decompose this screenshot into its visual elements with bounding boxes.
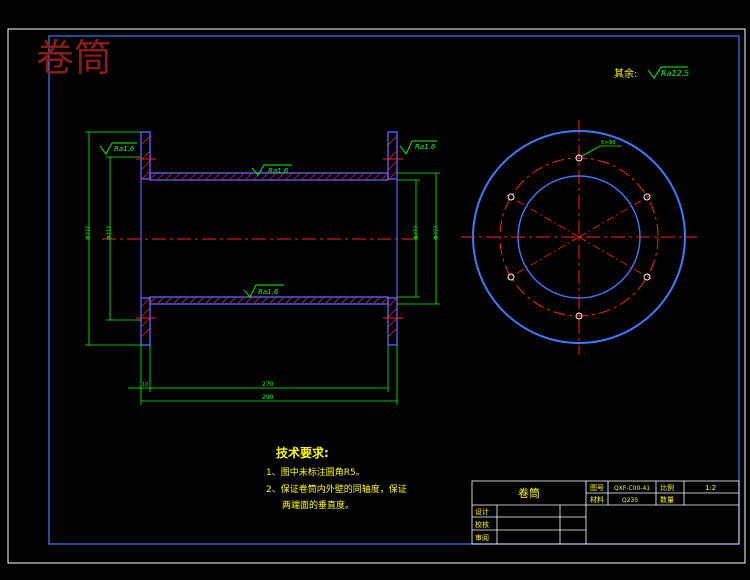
- tb-quantity-label: 数量: [660, 495, 674, 504]
- surface-note-prefix: 其余:: [614, 67, 637, 80]
- drawing-frame: [48, 35, 740, 545]
- hole-note: 6×Φ6: [601, 140, 616, 146]
- svg-text:Ra1.6: Ra1.6: [415, 143, 436, 151]
- bolt-radials: [506, 194, 652, 280]
- roughness-flange-left: Ra1.6: [99, 142, 137, 155]
- end-view: 6×Φ6: [461, 120, 697, 355]
- tb-material: Q235: [622, 497, 638, 504]
- tube-wall-bottom: [149, 296, 389, 305]
- surface-roughness-note: 其余: Ra12.5: [614, 66, 689, 80]
- surface-note-roughness: Ra12.5: [661, 69, 689, 78]
- bolt-hole: [507, 273, 515, 281]
- roughness-bore-top: Ra1.6: [251, 164, 292, 176]
- roughness-flange-right: Ra1.6: [399, 140, 437, 155]
- roughness-symbol: [647, 66, 688, 79]
- tech-heading: 技术要求:: [276, 445, 329, 460]
- tech-item-3: 两端面的垂直度。: [282, 499, 354, 511]
- svg-text:Ra1.6: Ra1.6: [114, 145, 135, 153]
- tb-drawing-no-label: 图号: [590, 484, 604, 492]
- dim-bore-left: Φ???: [106, 226, 113, 240]
- dim-total-length: 290: [262, 394, 274, 401]
- title-block: [471, 480, 740, 545]
- dimension-lines: [85, 131, 440, 405]
- bolt-hole: [507, 193, 515, 201]
- dim-flange-thickness: 10: [142, 382, 148, 388]
- tech-requirements: 技术要求: 1、图中未标注圆角R5。 2、保证卷筒内外壁的同轴度，保证 两端面的…: [266, 445, 407, 511]
- tb-scale-label: 比例: [660, 483, 674, 492]
- tb-part-name: 卷筒: [518, 486, 540, 500]
- bolt-hole: [575, 154, 583, 162]
- tech-item-1: 1、图中未标注圆角R5。: [266, 466, 365, 478]
- hatch-flanges: [140, 135, 398, 338]
- svg-text:Ra1.6: Ra1.6: [258, 288, 279, 296]
- dim-inner-length: 270: [262, 381, 274, 388]
- left-flange-bottom: [140, 297, 151, 346]
- tb-scale: 1:2: [705, 484, 716, 492]
- hole-note-leader: [581, 145, 601, 157]
- dim-outer-flange: Φ???: [85, 226, 92, 240]
- tb-material-label: 材料: [590, 495, 604, 504]
- bolt-hole: [643, 193, 651, 201]
- sheet-border: [7, 28, 746, 564]
- tb-check-label: 校核: [475, 520, 489, 529]
- tb-design-label: 设计: [475, 507, 489, 516]
- right-flange-top: [387, 131, 398, 180]
- bolt-hole: [643, 273, 651, 281]
- tech-item-2: 2、保证卷筒内外壁的同轴度，保证: [266, 483, 407, 495]
- left-flange-top: [140, 131, 151, 180]
- hole-centerlines: [136, 158, 403, 319]
- tb-drawing-no: QXF-C00-41: [614, 485, 650, 492]
- roughness-bore-bottom: Ra1.6: [243, 284, 284, 298]
- dim-bore-right-inner: Φ???: [413, 226, 420, 240]
- tb-approve-label: 审阅: [475, 533, 489, 542]
- tube-wall-top: [149, 172, 389, 181]
- hatch-bottom: [149, 296, 389, 304]
- section-view: Φ??? Φ??? Φ??? Φ??? 270 290 10 Ra1.6 Ra1…: [85, 131, 440, 405]
- svg-text:Ra1.6: Ra1.6: [268, 167, 289, 175]
- bolt-holes: [507, 154, 651, 320]
- drawing-title: 卷筒: [36, 36, 112, 80]
- dim-bore-right-outer: Φ???: [433, 226, 440, 240]
- right-flange-bottom: [387, 297, 398, 346]
- title-block-text: 卷筒 图号 QXF-C00-41 比例 1:2 材料 Q235 数量 设计 校核…: [475, 483, 716, 542]
- bolt-hole: [575, 312, 583, 320]
